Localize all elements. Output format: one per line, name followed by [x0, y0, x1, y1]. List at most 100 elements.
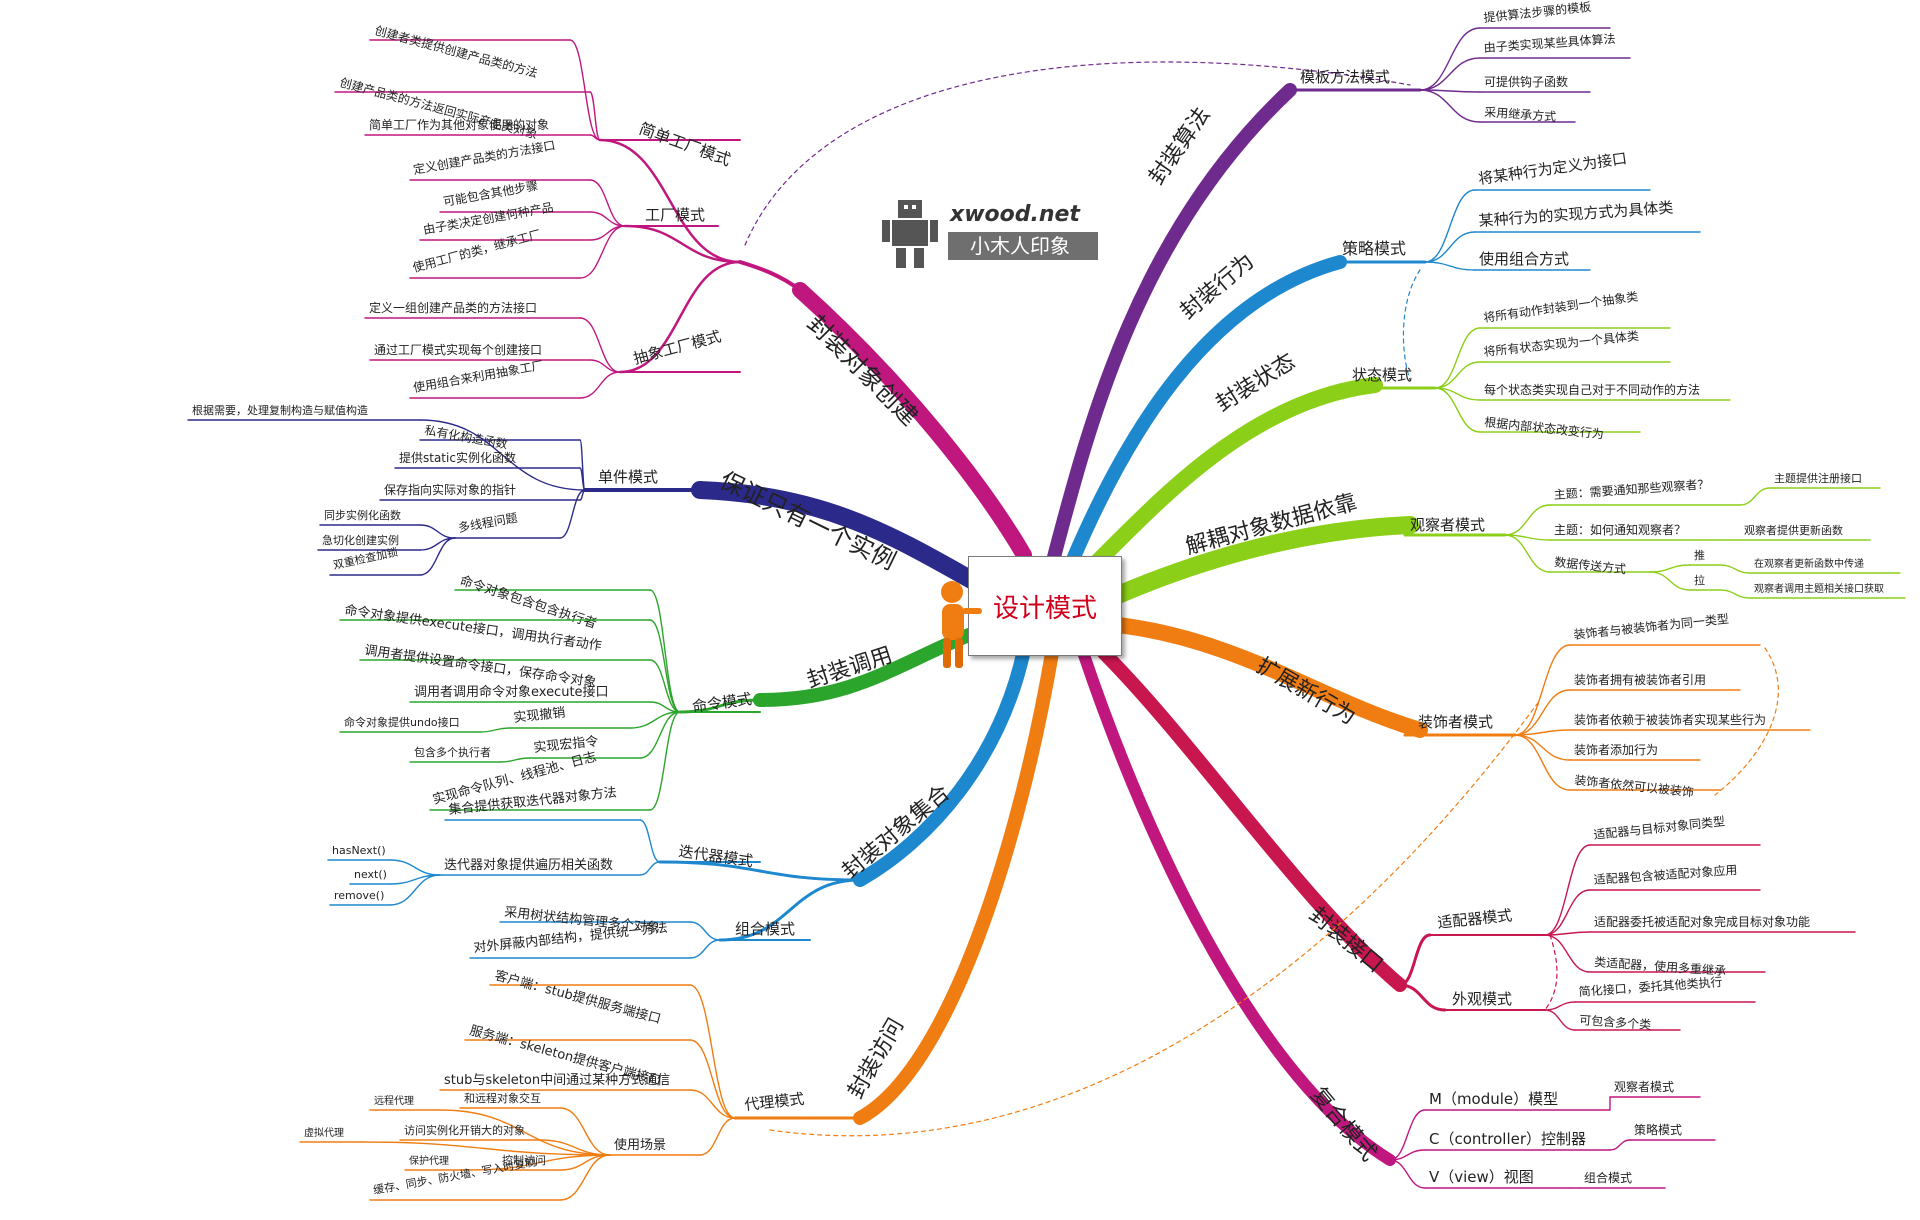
usage-protect[interactable]: 保护代理: [409, 1154, 449, 1167]
state-item-3[interactable]: 每个状态类实现自己对于不同动作的方法: [1484, 382, 1700, 397]
observer-push[interactable]: 推: [1694, 548, 1705, 562]
singleton-item-pointer[interactable]: 保存指向实际对象的指针: [384, 482, 516, 497]
template-item-2[interactable]: 由子类实现某些具体算法: [1483, 31, 1616, 55]
pattern-iterator[interactable]: 迭代器模式: [677, 842, 754, 870]
observer-item-subject-how[interactable]: 主题：如何通知观察者？: [1554, 522, 1686, 537]
proxy-item-client[interactable]: 客户端：stub提供服务端接口: [493, 967, 663, 1027]
facade-item-2[interactable]: 可包含多个类: [1579, 1012, 1652, 1032]
pattern-proxy[interactable]: 代理模式: [744, 1090, 806, 1114]
decorator-item-4[interactable]: 装饰者添加行为: [1574, 743, 1658, 757]
usage-others[interactable]: 缓存、同步、防火墙、写入时复制: [372, 1155, 537, 1197]
mvc-controller[interactable]: C（controller）控制器: [1429, 1130, 1586, 1148]
pattern-simple-factory[interactable]: 简单工厂模式: [637, 119, 734, 170]
adapter-item-4[interactable]: 类适配器，使用多重继承: [1594, 954, 1727, 978]
pattern-decorator[interactable]: 装饰者模式: [1418, 713, 1493, 731]
adapter-item-1-connector: [1545, 845, 1590, 935]
observer-item-subject-who[interactable]: 主题：需要通知那些观察者？: [1553, 477, 1710, 502]
pattern-strategy[interactable]: 策略模式: [1342, 239, 1406, 258]
pattern-abstract-factory[interactable]: 抽象工厂模式: [631, 327, 723, 368]
decorator-item-1[interactable]: 装饰者与被装饰者为同一类型: [1573, 612, 1730, 642]
iterator-remove[interactable]: remove(): [334, 889, 384, 902]
state-item-2[interactable]: 将所有状态实现为一个具体类: [1483, 328, 1640, 359]
iterator-hasnext[interactable]: hasNext(): [332, 844, 386, 857]
abstract-factory-item-3[interactable]: 使用组合来利用抽象工厂: [412, 357, 545, 395]
command-item-undo[interactable]: 实现撤销: [513, 705, 566, 726]
strategy-item-1[interactable]: 将某种行为定义为接口: [1477, 149, 1628, 188]
branch-label-collection: 封装对象集合: [838, 781, 955, 885]
usage-virtual[interactable]: 虚拟代理: [304, 1126, 344, 1139]
pattern-singleton[interactable]: 单件模式: [598, 468, 658, 486]
state-item-1[interactable]: 将所有动作封装到一个抽象类: [1482, 289, 1638, 325]
template-item-2-connector: [1420, 58, 1480, 90]
adapter-link: [1400, 935, 1430, 985]
singleton-item-sync[interactable]: 同步实例化函数: [324, 508, 401, 522]
observer-push-desc-connector: [1720, 565, 1750, 573]
singleton-item-private-ctor[interactable]: 私有化构造函数: [423, 422, 508, 451]
observer-push-desc[interactable]: 在观察者更新函数中传递: [1754, 557, 1864, 570]
command-item-queue-connector: [650, 712, 680, 810]
adapter-item-2[interactable]: 适配器包含被适配对象应用: [1593, 862, 1738, 887]
simple-factory-item-3[interactable]: 简单工厂作为其他对象使用的对象: [369, 117, 549, 132]
mvc-controller-pattern[interactable]: 策略模式: [1634, 1122, 1682, 1137]
singleton-item-multithread[interactable]: 多线程问题: [457, 510, 519, 535]
singleton-item-eager[interactable]: 急切化创建实例: [322, 533, 399, 547]
command-item-3[interactable]: 调用者提供设置命令接口，保存命令对象: [363, 642, 597, 690]
mvc-model[interactable]: M（module）模型: [1429, 1090, 1558, 1108]
observer-pull[interactable]: 拉: [1694, 573, 1705, 587]
command-item-undo-iface[interactable]: 命令对象提供undo接口: [344, 715, 460, 729]
mvc-view[interactable]: V（view）视图: [1429, 1168, 1534, 1186]
pattern-template[interactable]: 模板方法模式: [1300, 68, 1390, 86]
command-item-multiple[interactable]: 包含多个执行者: [414, 745, 491, 759]
pattern-facade[interactable]: 外观模式: [1452, 990, 1512, 1008]
abstract-factory-item-1[interactable]: 定义一组创建产品类的方法接口: [369, 300, 537, 315]
observer-item-register[interactable]: 主题提供注册接口: [1774, 471, 1862, 485]
observer-item-transfer[interactable]: 数据传送方式: [1554, 554, 1627, 576]
state-item-4[interactable]: 根据内部状态改变行为: [1484, 414, 1605, 441]
center-topic[interactable]: 设计模式: [968, 556, 1122, 656]
abstract-factory-item-2[interactable]: 通过工厂模式实现每个创建接口: [374, 342, 542, 357]
pattern-state[interactable]: 状态模式: [1352, 366, 1412, 384]
observer-pull-desc[interactable]: 观察者调用主题相关接口获取: [1754, 582, 1884, 595]
proxy-item-comm[interactable]: stub与skeleton中间通过某种方式通信: [444, 1072, 670, 1088]
facade-item-1[interactable]: 简化接口，委托其他类执行: [1578, 974, 1723, 999]
command-item-4[interactable]: 调用者调用命令对象execute接口: [414, 684, 609, 700]
observer-item-subject-who-connector: [1505, 505, 1550, 535]
state-item-2-connector: [1435, 362, 1480, 388]
decorator-item-3[interactable]: 装饰者依赖于被装饰者实现某些行为: [1574, 712, 1766, 727]
usage-virtual-desc[interactable]: 访问实例化开销大的对象: [404, 1123, 525, 1137]
mvc-model-pattern[interactable]: 观察者模式: [1614, 1080, 1674, 1094]
observer-pull-connector: [1650, 572, 1690, 590]
decorator-item-2[interactable]: 装饰者拥有被装饰者引用: [1574, 673, 1706, 687]
observer-item-update[interactable]: 观察者提供更新函数: [1744, 523, 1843, 537]
pattern-adapter[interactable]: 适配器模式: [1437, 906, 1513, 932]
usage-remote-desc[interactable]: 和远程对象交互: [464, 1091, 541, 1105]
proxy-usage-connector: [700, 1118, 735, 1155]
singleton-item-dcl[interactable]: 双重检查加锁: [332, 545, 399, 572]
strategy-item-2-connector: [1425, 232, 1475, 262]
decorator-item-5[interactable]: 装饰者依然可以被装饰: [1574, 772, 1695, 799]
pattern-observer[interactable]: 观察者模式: [1410, 516, 1485, 534]
pattern-composite[interactable]: 组合模式: [735, 920, 795, 938]
proxy-decorator-relation: [770, 700, 1540, 1136]
simple-factory-item-1[interactable]: 创建者类提供创建产品类的方法: [373, 22, 539, 80]
singleton-item-static[interactable]: 提供static实例化函数: [399, 450, 516, 465]
singleton-item-copy-ctor[interactable]: 根据需要，处理复制构造与赋值构造: [192, 403, 368, 417]
template-item-1[interactable]: 提供算法步骤的模板: [1483, 0, 1592, 25]
pattern-factory[interactable]: 工厂模式: [645, 206, 705, 224]
template-item-4[interactable]: 采用继承方式: [1484, 104, 1557, 124]
usage-remote[interactable]: 远程代理: [374, 1095, 414, 1107]
strategy-item-2[interactable]: 某种行为的实现方式为具体类: [1478, 198, 1674, 230]
command-item-1-connector: [650, 590, 680, 712]
template-item-3[interactable]: 可提供钩子函数: [1484, 74, 1568, 89]
facade-item-2-connector: [1545, 1010, 1575, 1030]
mvc-view-pattern[interactable]: 组合模式: [1584, 1170, 1632, 1185]
iterator-next[interactable]: next(): [354, 868, 387, 881]
adapter-item-1[interactable]: 适配器与目标对象同类型: [1593, 814, 1726, 842]
strategy-item-3[interactable]: 使用组合方式: [1479, 250, 1569, 268]
factory-item-1[interactable]: 定义创建产品类的方法接口: [412, 137, 556, 177]
proxy-usage[interactable]: 使用场景: [614, 1137, 666, 1153]
mvc-controller-pattern-connector: [1610, 1140, 1630, 1150]
iterator-item-2[interactable]: 迭代器对象提供遍历相关函数: [444, 857, 613, 873]
adapter-item-3[interactable]: 适配器委托被适配对象完成目标对象功能: [1594, 914, 1810, 929]
